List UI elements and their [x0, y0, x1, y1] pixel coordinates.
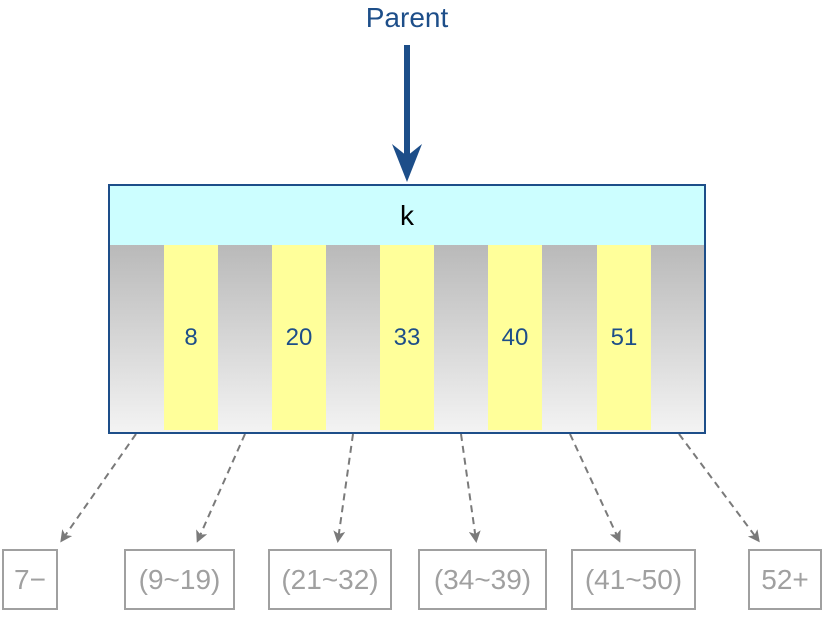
child-node-1: 7−	[2, 549, 58, 610]
parent-arrow-head	[392, 144, 422, 182]
node-header-label: k	[110, 186, 704, 245]
key-slot-1: 8	[164, 245, 218, 430]
key-slot-3: 33	[380, 245, 434, 430]
child-pointer-5	[569, 433, 621, 543]
child-pointer-1	[60, 433, 137, 543]
child-pointer-6	[678, 433, 760, 543]
btree-node: k 8 20 33 40 51	[108, 184, 706, 434]
key-slot-2: 20	[272, 245, 326, 430]
child-node-2: (9~19)	[124, 549, 235, 610]
child-pointer-4	[460, 433, 481, 543]
child-pointer-3	[333, 433, 354, 543]
child-node-6: 52+	[748, 549, 822, 610]
child-node-4: (34~39)	[418, 549, 547, 610]
child-node-3: (21~32)	[268, 549, 392, 610]
key-slot-4: 40	[488, 245, 542, 430]
parent-label: Parent	[365, 2, 449, 33]
child-pointer-2	[196, 433, 246, 543]
child-node-5: (41~50)	[571, 549, 696, 610]
key-slot-5: 51	[597, 245, 651, 430]
